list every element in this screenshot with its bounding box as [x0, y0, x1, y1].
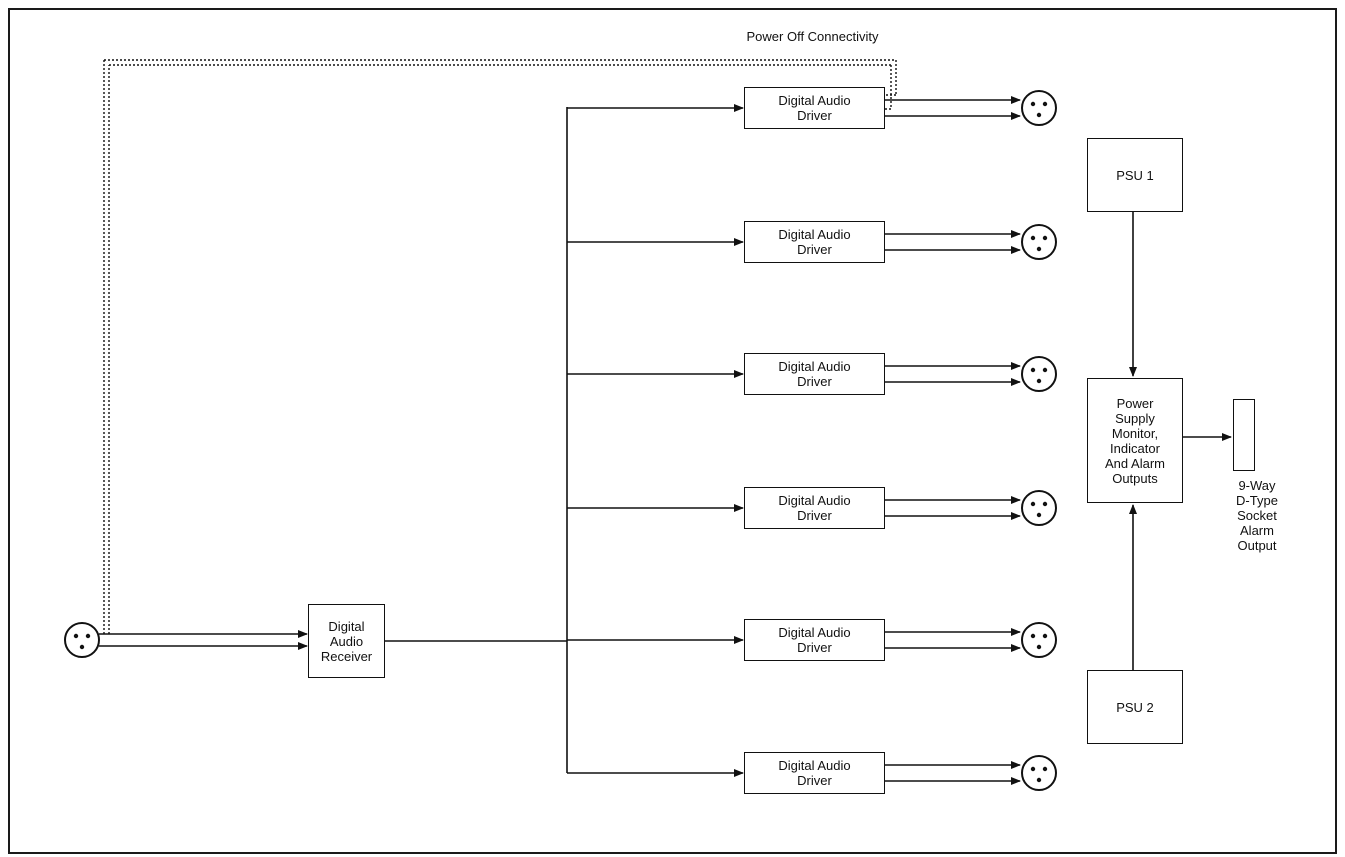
power-supply-monitor-box: Power Supply Monitor, Indicator And Alar…	[1087, 378, 1183, 503]
output-xlr-connector-icon-6	[1021, 755, 1057, 791]
digital-audio-driver-box-6: Digital Audio Driver	[744, 752, 885, 794]
digital-audio-driver-box-2: Digital Audio Driver	[744, 221, 885, 263]
digital-audio-driver-box-3: Digital Audio Driver	[744, 353, 885, 395]
digital-audio-driver-box-4: Digital Audio Driver	[744, 487, 885, 529]
psu-2-box: PSU 2	[1087, 670, 1183, 744]
digital-audio-receiver-box: Digital Audio Receiver	[308, 604, 385, 678]
d-type-socket-icon	[1233, 399, 1255, 471]
power-off-connectivity-label: Power Off Connectivity	[746, 29, 879, 44]
digital-audio-driver-box-1: Digital Audio Driver	[744, 87, 885, 129]
diagram-frame	[8, 8, 1337, 854]
digital-audio-driver-box-5: Digital Audio Driver	[744, 619, 885, 661]
output-xlr-connector-icon-1	[1021, 90, 1057, 126]
psu-1-box: PSU 1	[1087, 138, 1183, 212]
output-xlr-connector-icon-2	[1021, 224, 1057, 260]
output-xlr-connector-icon-4	[1021, 490, 1057, 526]
output-xlr-connector-icon-5	[1021, 622, 1057, 658]
input-xlr-connector-icon	[64, 622, 100, 658]
output-xlr-connector-icon-3	[1021, 356, 1057, 392]
alarm-output-label: 9-Way D-Type Socket Alarm Output	[1236, 478, 1278, 553]
